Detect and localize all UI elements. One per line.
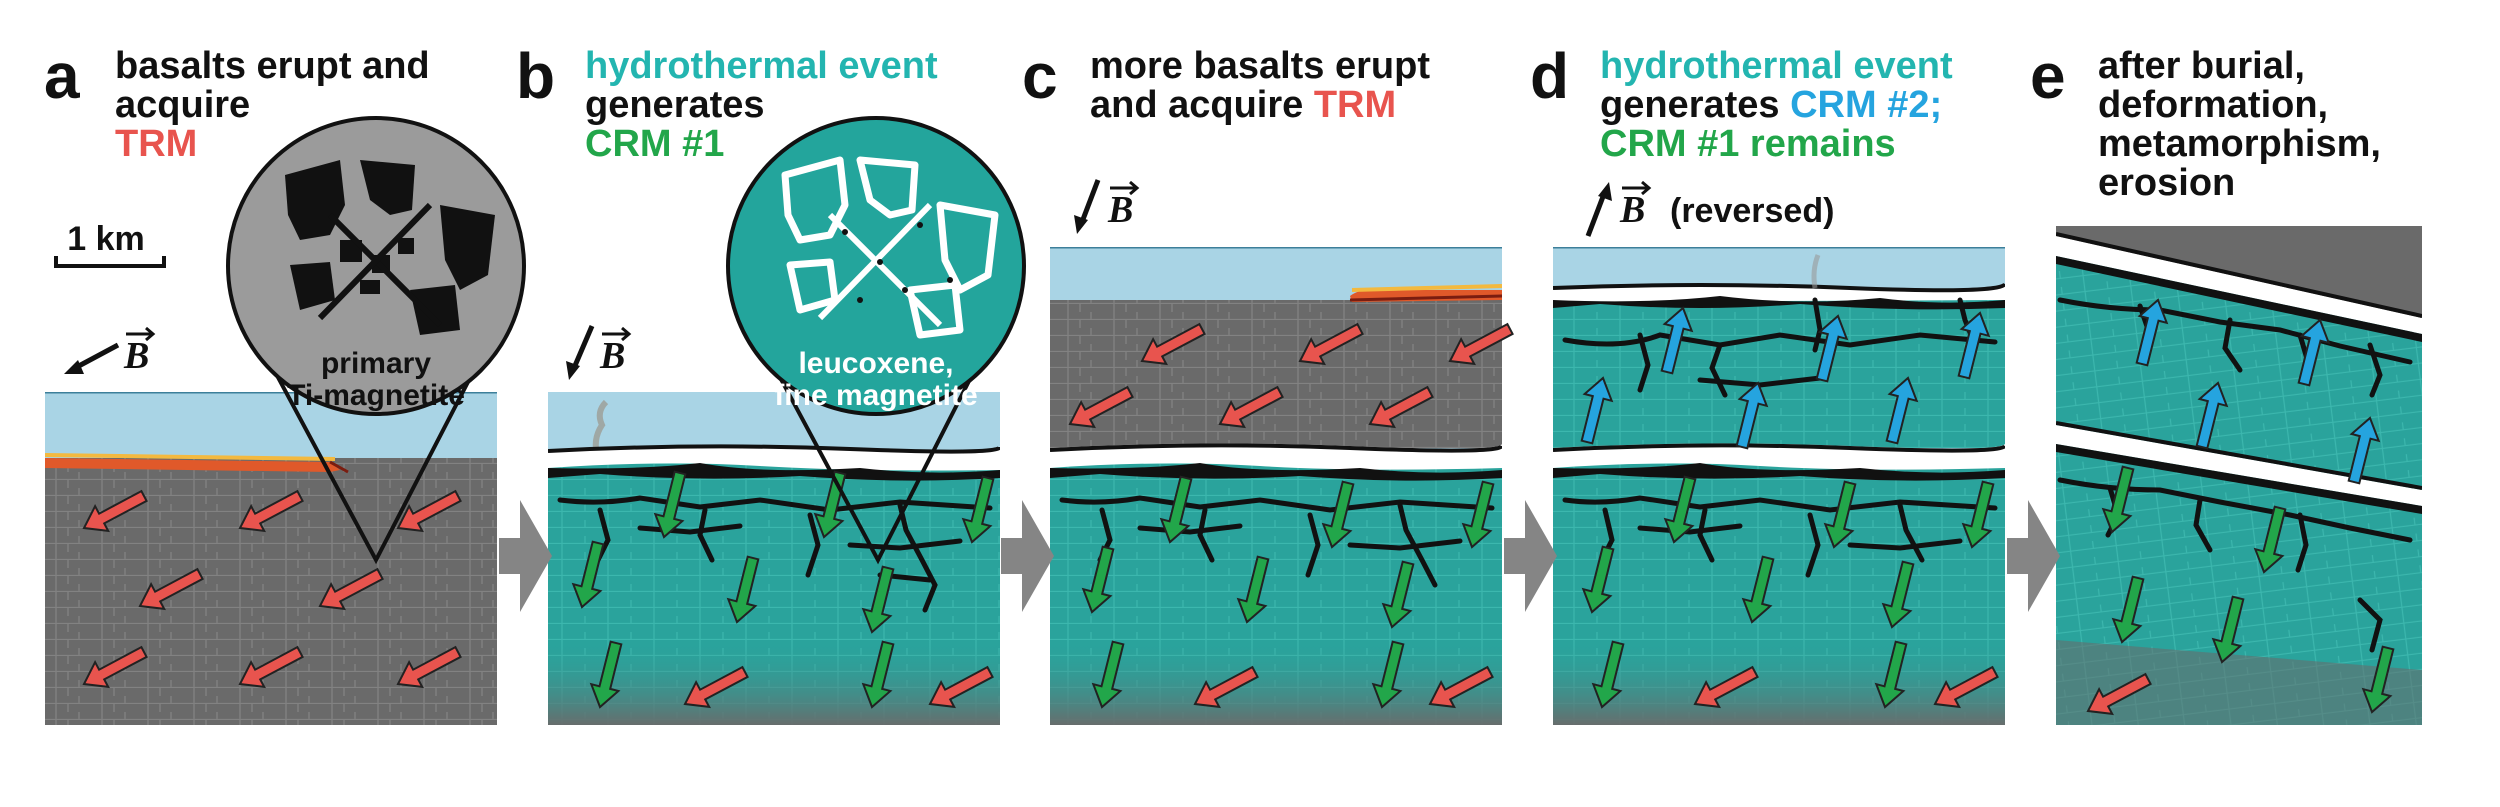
panel-letter-b: b [516,40,555,112]
caption-a-segment: basalts erupt and [115,45,430,87]
panel-b [548,392,1000,725]
panel-e [2056,226,2422,725]
field-vector-a: B [64,328,153,377]
field-symbol-a: B [123,335,149,377]
caption-c-segment: more basalts erupt [1090,45,1430,87]
scale-bar: 1 km [56,220,164,266]
caption-c-segment: and acquire [1090,84,1314,126]
scale-bar-label: 1 km [67,220,145,258]
caption-e-segment: metamorphism, [2098,123,2381,165]
caption-b-segment: generates [585,84,765,126]
progression-arrow-b-c [1001,500,1054,612]
caption-e: after burial,deformation,metamorphism,er… [2098,45,2381,204]
field-symbol-d: B [1619,189,1645,231]
panel-d [1553,247,2005,725]
caption-a-segment: TRM [115,123,197,165]
field-symbol-c: B [1107,189,1133,231]
caption-a-segment: acquire [115,84,250,126]
field-symbol-b: B [599,335,625,377]
inset-a-line-1: primary [321,347,431,380]
caption-e-segment: deformation, [2098,84,2328,126]
field-vector-c: B [1074,180,1137,234]
panel-letter-d: d [1530,40,1569,112]
inset-b-line-2: fine magnetite [774,379,977,412]
inset-b-line-1: leucoxene, [798,347,953,380]
inset-a-line-2: Ti-magnetite [287,379,465,412]
caption-d-segment: CRM #1 remains [1600,123,1896,165]
progression-arrow-c-d [1504,500,1557,612]
field-reversed-label: (reversed) [1670,192,1834,230]
caption-d: hydrothermal eventgenerates CRM #2;CRM #… [1600,45,1953,165]
field-vector-d: B (reversed) [1588,182,1834,236]
cross-section-e [2056,226,2422,725]
panel-letter-e: e [2030,40,2066,112]
panel-letter-c: c [1022,40,1058,112]
panel-a [45,392,497,725]
panel-c [1050,247,1513,725]
progression-arrow-d-e [2007,500,2060,612]
panel-letter-a: a [44,40,80,112]
progression-arrow-a-b [499,500,552,612]
caption-e-segment: after burial, [2098,45,2305,87]
caption-b-segment: CRM #1 [585,123,724,165]
field-vector-b: B [566,326,629,380]
cross-section-b [548,392,1000,725]
caption-d-segment: CRM #2; [1790,84,1942,126]
caption-d-segment: hydrothermal event [1600,45,1953,87]
caption-d-segment: generates [1600,84,1790,126]
caption-e-segment: erosion [2098,162,2235,204]
caption-b-segment: hydrothermal event [585,45,938,87]
caption-c-segment: TRM [1314,84,1396,126]
